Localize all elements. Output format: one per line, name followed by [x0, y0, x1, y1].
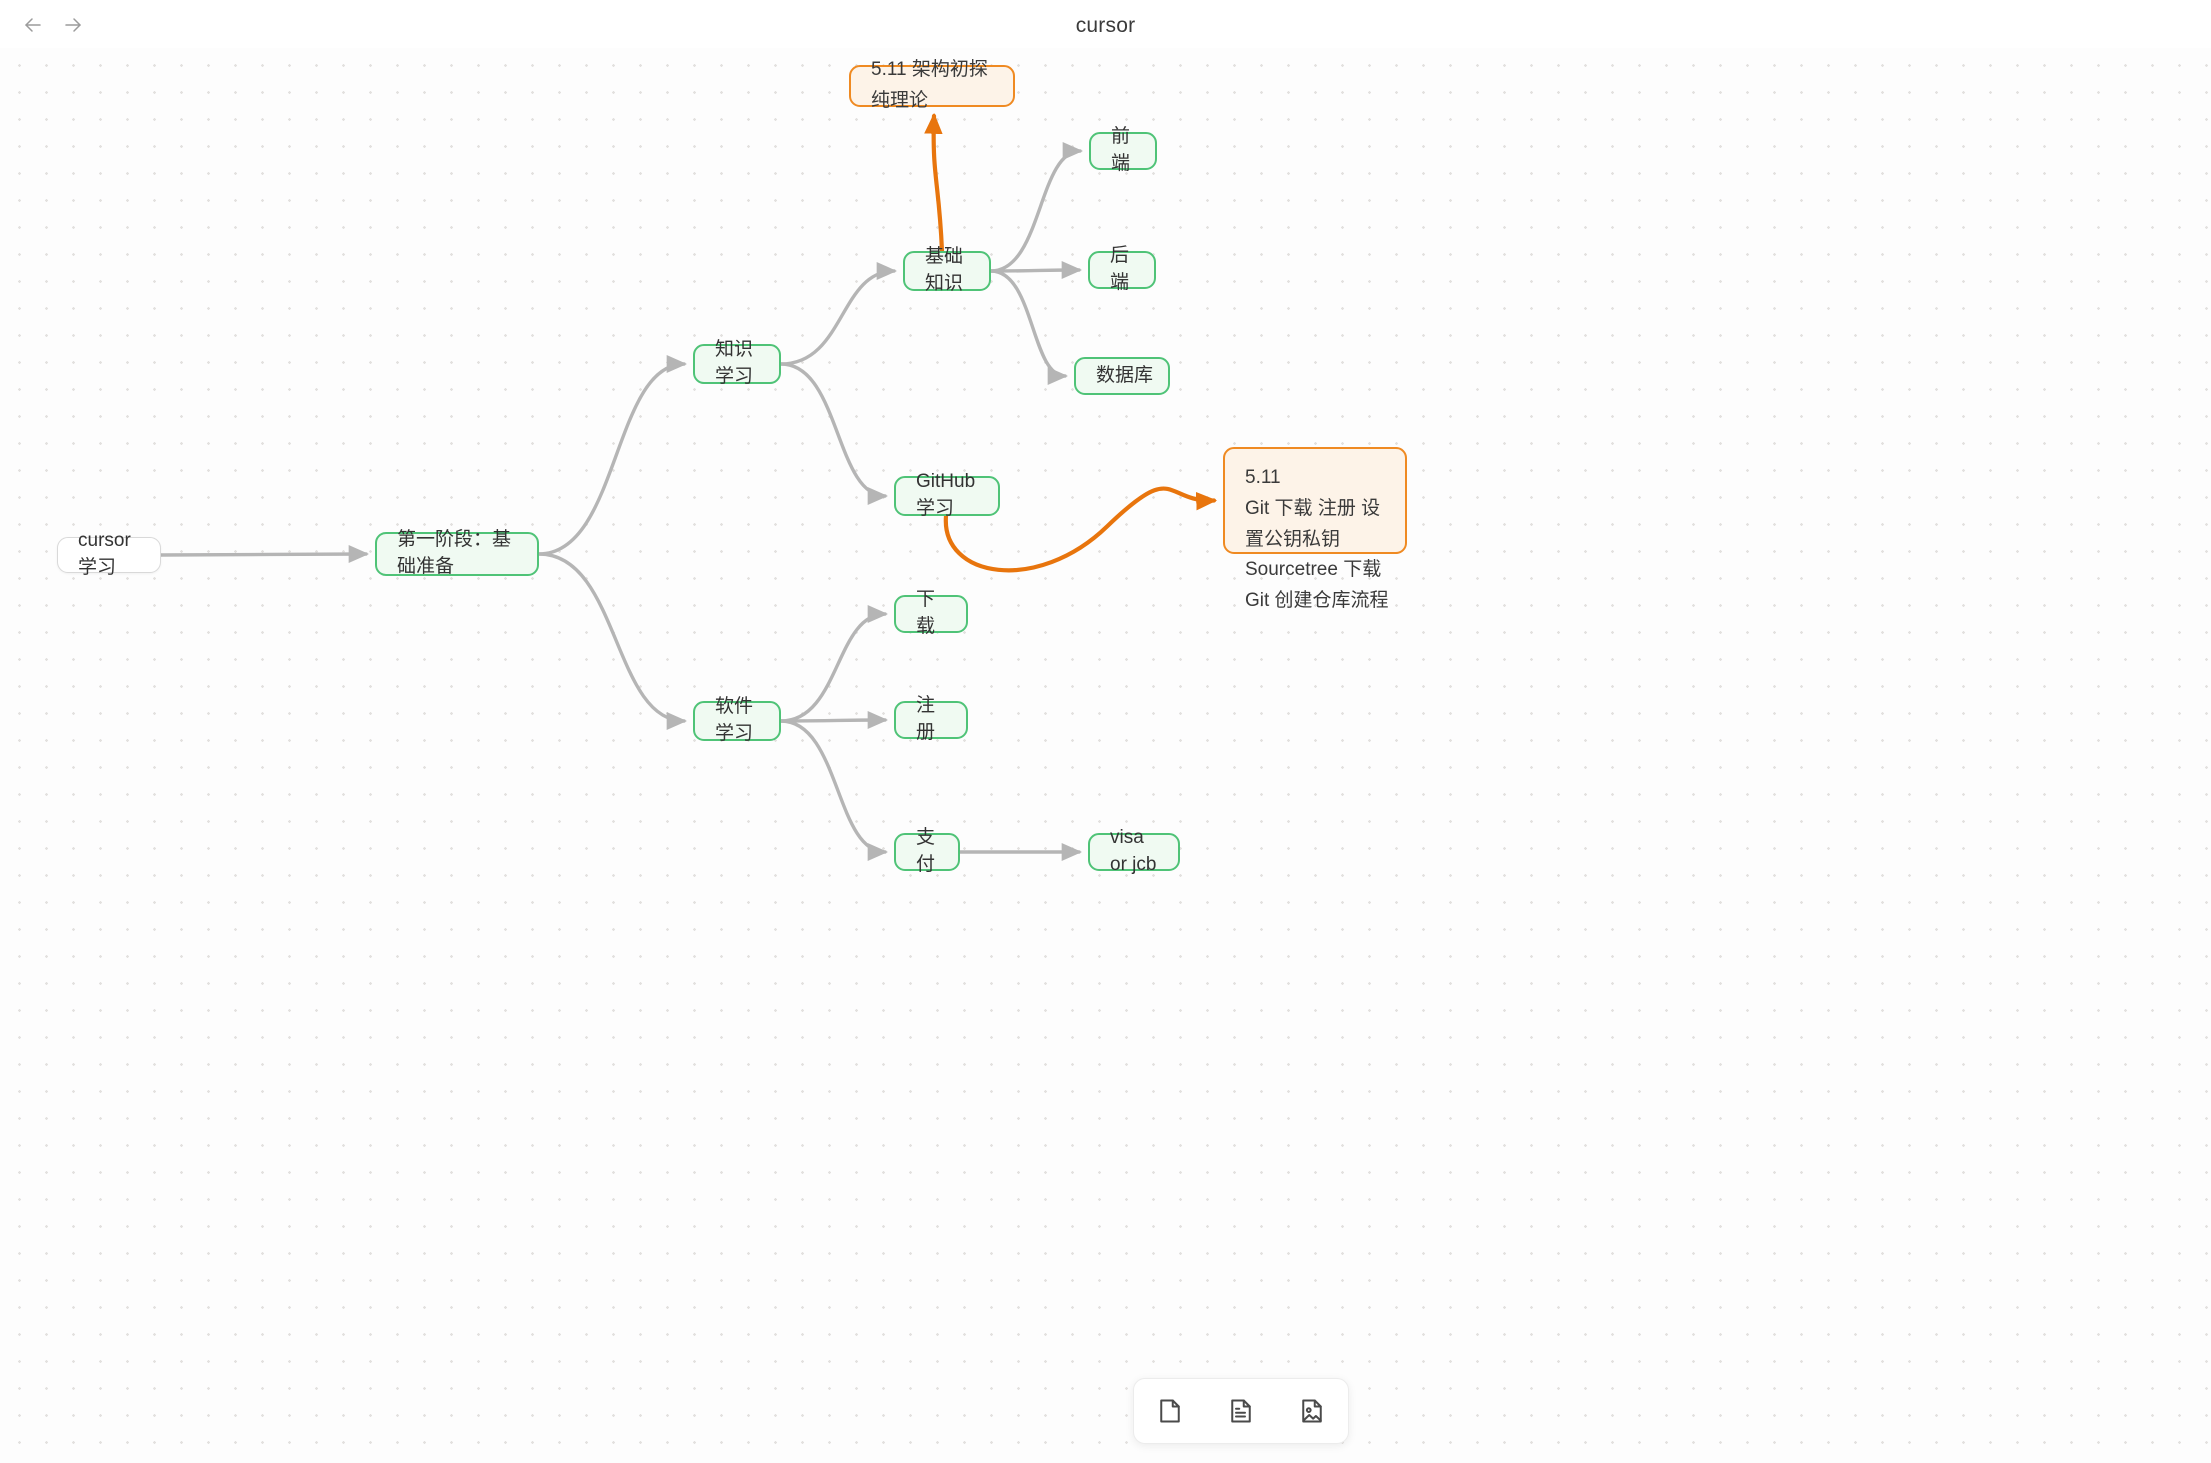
edge-stage1-to-knowledge: [537, 355, 688, 556]
mindmap-node-frontend[interactable]: 前端: [1089, 126, 1157, 174]
node-label: 软件学习: [715, 696, 754, 744]
mindmap-node-payment[interactable]: 支付: [894, 827, 960, 875]
edge-root-to-stage1: [159, 545, 370, 563]
image-file-icon: [1297, 1396, 1327, 1426]
mindmap-node-software[interactable]: 软件学习: [693, 696, 781, 744]
node-label: 前端: [1111, 126, 1131, 174]
node-label: 知识学习: [715, 339, 754, 387]
node-label: 支付: [916, 827, 936, 875]
blank-page-icon: [1155, 1396, 1185, 1426]
mindmap-node-register[interactable]: 注册: [894, 695, 968, 743]
new-page-button[interactable]: [1147, 1388, 1193, 1434]
edge-basics-to-frontend: [989, 142, 1084, 273]
image-file-button[interactable]: [1289, 1388, 1335, 1434]
top-bar: cursor: [0, 0, 2211, 48]
text-document-icon: [1226, 1396, 1256, 1426]
edge-software-to-download: [779, 605, 889, 723]
page-title: cursor: [1075, 14, 1136, 37]
edge-knowledge-to-basics: [779, 262, 898, 366]
mindmap-canvas[interactable]: cursor学习 第一阶段：基础准备 知识学习 基础知识 前端后端数据库 GitHub学习…: [0, 48, 2211, 1463]
node-label: 5.11 Git 下载 注册 设置公钥私钥 Sourcetree 下载 Git …: [1245, 467, 1389, 612]
node-label: visa or jcb: [1110, 827, 1157, 875]
node-label: 5.11 架构初探 纯理论: [871, 59, 988, 111]
node-label: 数据库: [1096, 364, 1154, 386]
mindmap-node-note-git[interactable]: 5.11 Git 下载 注册 设置公钥私钥 Sourcetree 下载 Git …: [1223, 447, 1407, 611]
node-label: 注册: [916, 695, 936, 743]
text-document-button[interactable]: [1218, 1388, 1264, 1434]
mindmap-node-note-arch[interactable]: 5.11 架构初探 纯理论: [849, 59, 1015, 111]
node-label: 第一阶段：基础准备: [397, 529, 512, 577]
mindmap-node-github[interactable]: GitHub学习: [894, 471, 1000, 519]
node-label: cursor学习: [78, 530, 131, 578]
edge-basics-to-backend: [989, 261, 1083, 279]
node-label: GitHub学习: [916, 471, 976, 519]
bottom-toolbar: [1133, 1378, 1349, 1444]
edge-software-to-payment: [779, 719, 889, 861]
edge-knowledge-to-github: [779, 362, 889, 505]
edge-stage1-to-software: [537, 552, 688, 730]
mindmap-node-download[interactable]: 下载: [894, 589, 968, 637]
mindmap-node-backend[interactable]: 后端: [1088, 245, 1156, 293]
mindmap-node-stage1[interactable]: 第一阶段：基础准备: [375, 529, 539, 577]
mindmap-node-root[interactable]: cursor学习: [57, 530, 161, 578]
node-label: 基础知识: [925, 246, 964, 294]
mindmap-node-database[interactable]: 数据库: [1074, 357, 1170, 395]
edge-software-to-register: [779, 711, 889, 729]
node-label: 下载: [916, 589, 936, 637]
arrow-right-icon[interactable]: [58, 10, 88, 40]
arrow-left-icon[interactable]: [18, 10, 48, 40]
edge-basics-to-note-arch: [924, 112, 945, 254]
edge-basics-to-database: [989, 269, 1069, 385]
node-label: 后端: [1110, 245, 1130, 293]
mindmap-node-knowledge[interactable]: 知识学习: [693, 339, 781, 387]
mindmap-node-visajcb[interactable]: visa or jcb: [1088, 827, 1180, 875]
mindmap-node-basics[interactable]: 基础知识: [903, 246, 991, 294]
